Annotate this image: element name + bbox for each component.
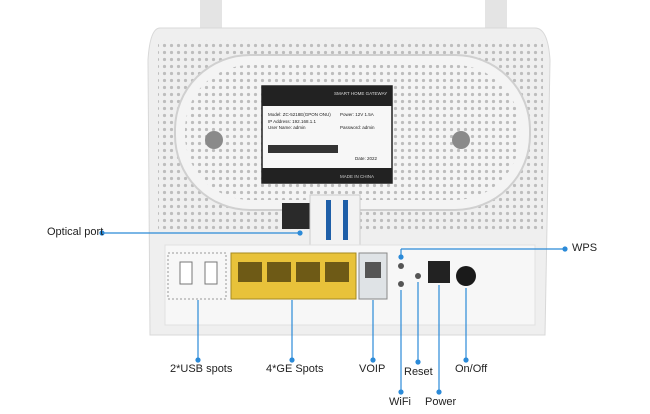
callout-wps: WPS <box>572 242 598 254</box>
sticker-made-in: MADE IN CHINA <box>340 174 374 179</box>
callout-optical-port: Optical port <box>47 226 104 238</box>
wifi-button <box>398 281 404 287</box>
callout-lines <box>99 230 568 395</box>
callout-power: Power <box>425 396 457 408</box>
antenna-left <box>200 0 222 30</box>
callout-ge: 4*GE Spots <box>266 363 324 375</box>
sticker-user: User Name: admin <box>268 125 306 130</box>
reset-button <box>415 273 421 279</box>
usb-port-2 <box>204 261 218 285</box>
callout-wifi: WiFi <box>389 396 411 408</box>
sticker-ip: IP Address: 192.168.1.1 <box>268 119 316 124</box>
wps-button <box>398 263 404 269</box>
callout-voip: VOIP <box>359 363 386 375</box>
callout-usb: 2*USB spots <box>170 363 233 375</box>
callout-reset: Reset <box>404 366 433 378</box>
sticker-date: Date: 2022 <box>355 156 378 161</box>
sticker-password: Password: admin <box>340 125 375 130</box>
voip-port <box>358 252 388 300</box>
power-jack <box>428 261 450 283</box>
callout-onoff: On/Off <box>455 363 488 375</box>
optical-connector <box>282 203 312 229</box>
on-off-switch <box>456 266 476 286</box>
sticker-model: Model: ZC-5218E(GPON ONU) <box>268 112 331 117</box>
sticker-power: Power: 12V 1.5A <box>340 112 374 117</box>
mount-hole-right <box>452 131 470 149</box>
usb-port-1 <box>179 261 193 285</box>
mount-hole-left <box>205 131 223 149</box>
sticker-brand: SMART HOME GATEWAY <box>334 91 387 96</box>
antenna-right <box>485 0 507 30</box>
